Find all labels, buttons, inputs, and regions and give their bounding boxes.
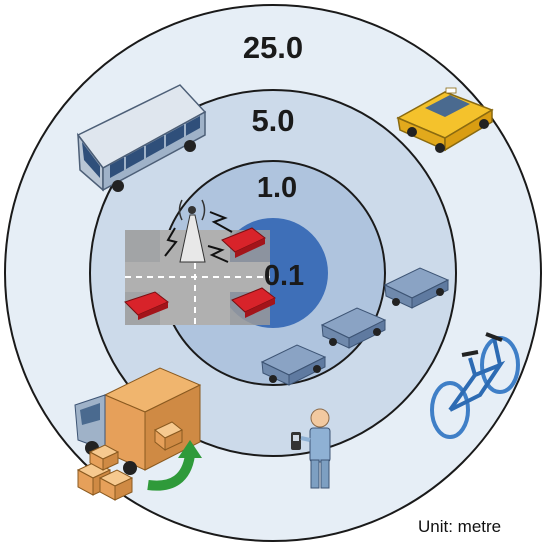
- bus-icon: [76, 84, 207, 192]
- car-row-icon: [260, 267, 450, 386]
- person-with-phone-icon: [291, 408, 331, 489]
- delivery-truck-icon: [74, 367, 202, 501]
- ring-label-25m: 25.0: [242, 30, 304, 65]
- bicycle-icon: [430, 332, 520, 439]
- ring-label-0-1m: 0.1: [263, 260, 305, 292]
- taxi-icon: [396, 87, 494, 153]
- ring-label-5m: 5.0: [251, 103, 295, 138]
- ring-label-1m: 1.0: [256, 172, 298, 204]
- unit-label: Unit: metre: [418, 517, 502, 536]
- intersection-icon: [124, 199, 276, 325]
